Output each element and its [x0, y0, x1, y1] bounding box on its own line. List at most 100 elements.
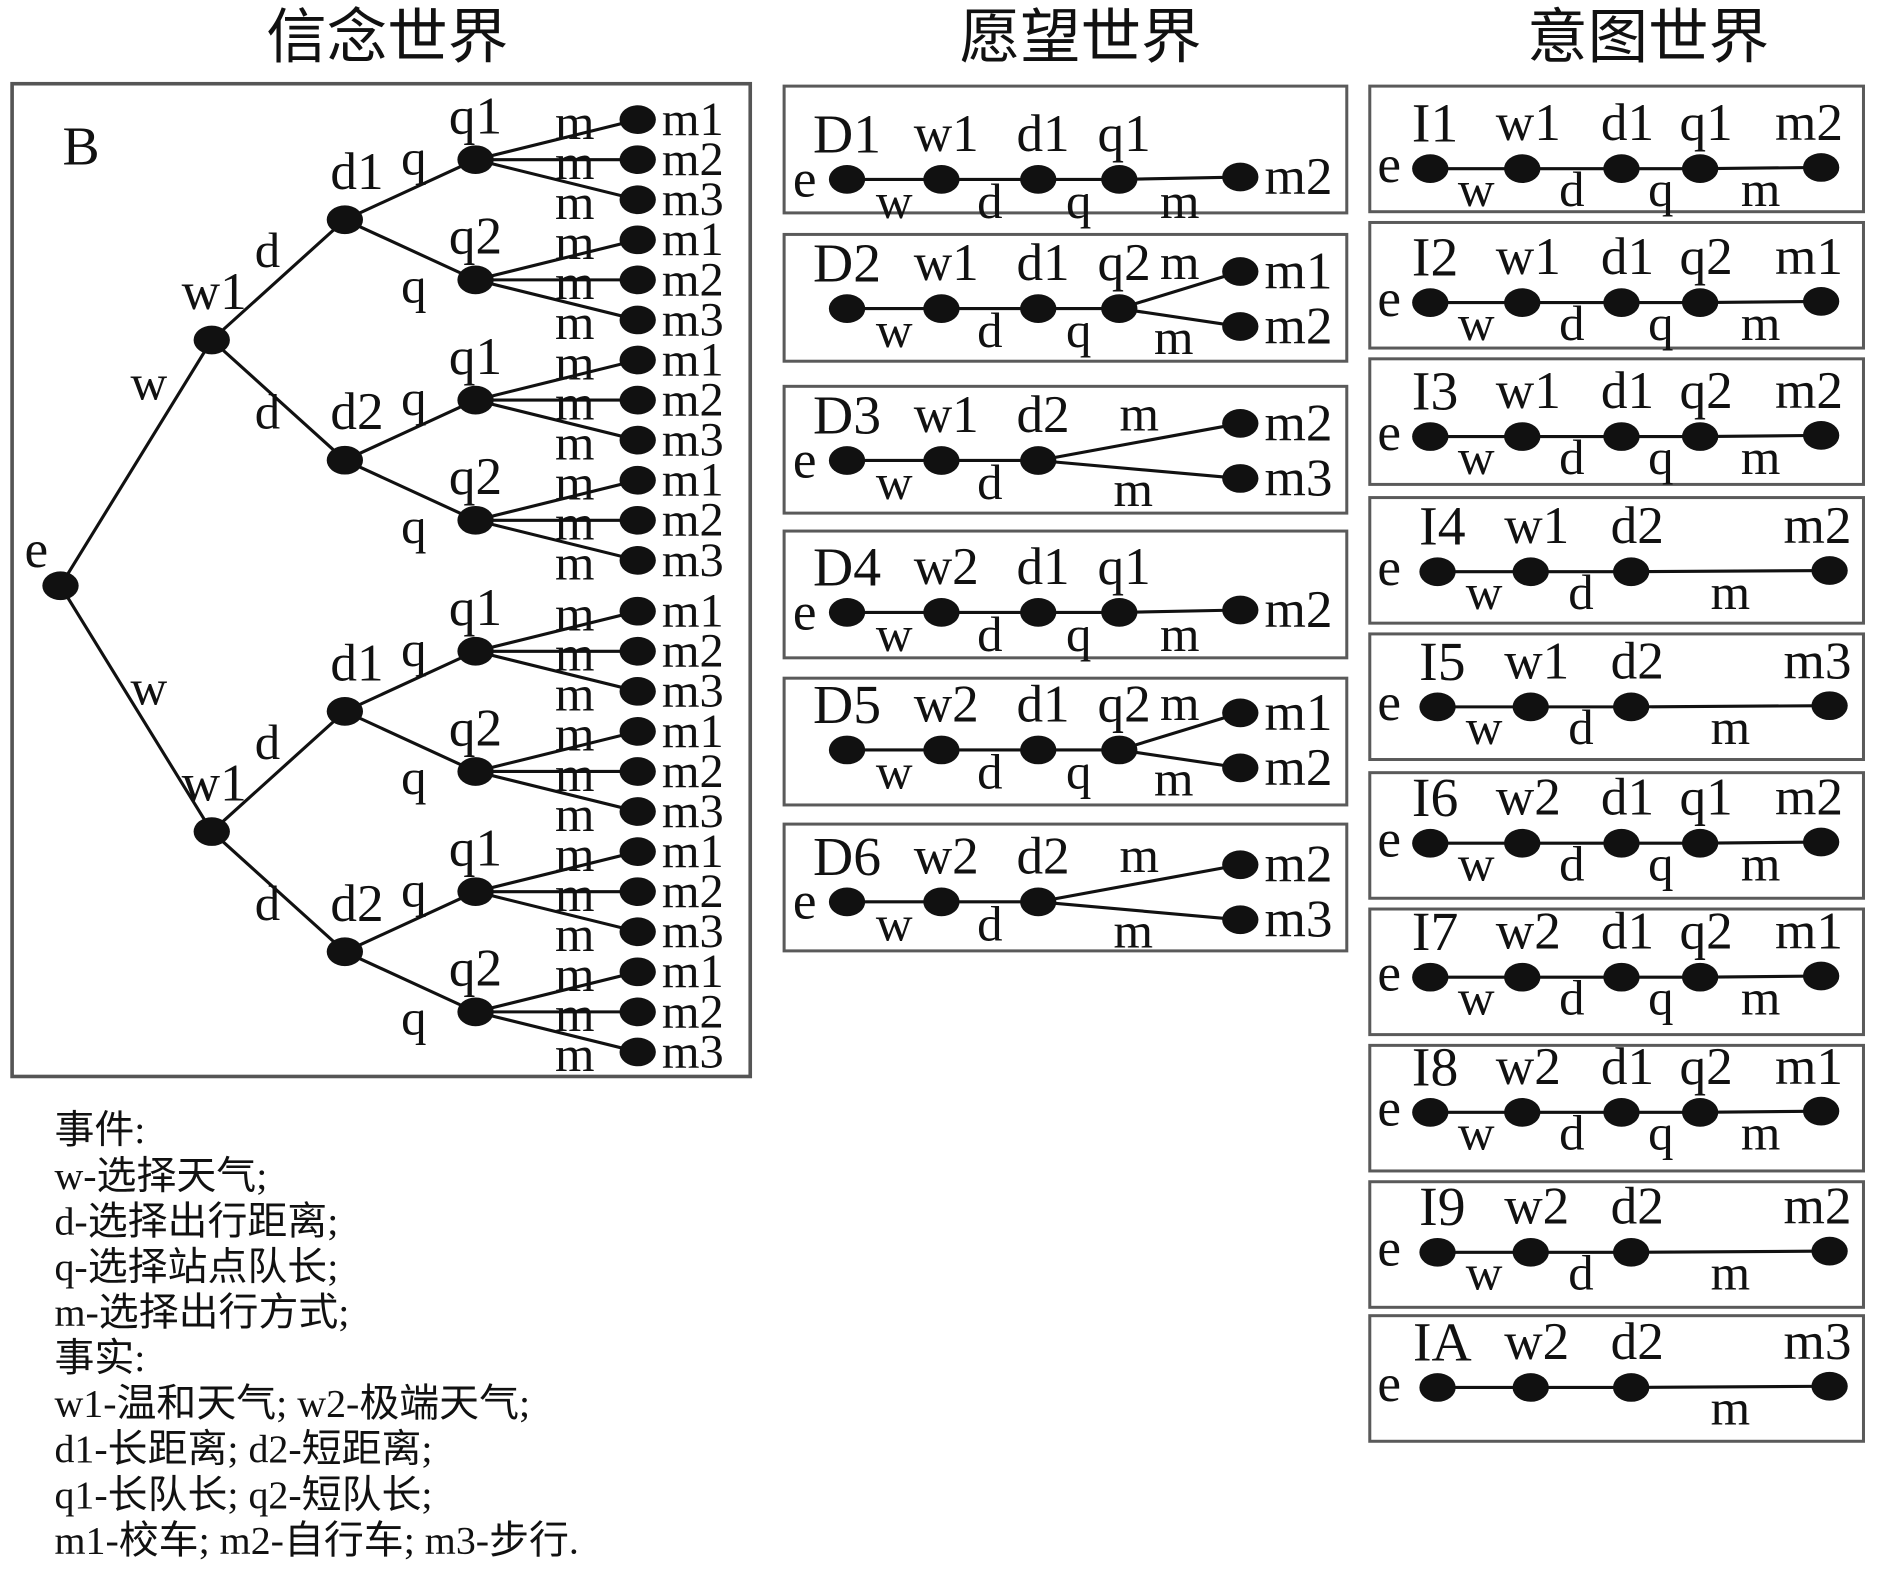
world-edge	[1629, 568, 1832, 574]
intention-world-frame	[1368, 1180, 1865, 1309]
tree-leaf-node	[619, 425, 656, 455]
tree-node-label: q2	[449, 208, 502, 266]
tree-node	[457, 757, 494, 786]
tree-edge-label: m	[555, 134, 595, 190]
world-leaf-label: m1	[1265, 684, 1333, 742]
world-edge-label: q	[1648, 836, 1673, 892]
world-node-label: d1	[1016, 234, 1069, 292]
tree-leaf-label: m3	[662, 665, 724, 718]
tree-node-label: d1	[330, 143, 383, 201]
world-node-label: d1	[1601, 94, 1654, 152]
world-node-label: w2	[1496, 769, 1561, 827]
intention-world-frame	[1368, 771, 1865, 900]
world-name-label: I2	[1412, 227, 1458, 288]
tree-leaf-label: m1	[662, 213, 724, 266]
world-leaf-node	[1222, 257, 1259, 286]
tree-edge-label: m	[555, 786, 595, 842]
world-leaf-label: m2	[1265, 148, 1333, 206]
world-root-node	[1412, 1098, 1449, 1127]
world-node	[1504, 288, 1541, 317]
tree-node-label: q2	[449, 940, 502, 998]
world-edge-label: m	[1741, 1105, 1781, 1161]
world-root-node	[1412, 422, 1449, 451]
world-leaf-node	[1222, 905, 1259, 935]
tree-edge	[343, 890, 478, 954]
tree-node-label: d2	[330, 875, 383, 933]
world-node-label: w2	[1504, 1178, 1569, 1236]
world-leaf-label: m1	[1775, 903, 1843, 961]
tree-edge-label: d	[255, 714, 280, 770]
world-node-label: d2	[1611, 1178, 1664, 1236]
world-leaf-label: m2	[1265, 581, 1333, 639]
desire-world-frame	[782, 676, 1349, 807]
world-edge-label: m	[1711, 564, 1751, 620]
tree-node-label: q1	[449, 88, 502, 146]
world-root-node	[1419, 557, 1456, 587]
world-leaf-label: m1	[1775, 228, 1843, 286]
world-edge-label: q	[1066, 744, 1091, 800]
world-edge-label: m	[1711, 1245, 1751, 1301]
world-edge-label: m	[1741, 836, 1781, 892]
world-leaf-node	[1802, 153, 1840, 182]
world-node-label: w1	[1496, 228, 1561, 286]
world-node	[1681, 962, 1719, 992]
tree-leaf-label: m1	[662, 585, 724, 638]
legend-line: d-选择出行距离;	[54, 1200, 338, 1244]
tree-leaf-label: m1	[662, 825, 724, 878]
world-edge-label: w	[1466, 564, 1503, 620]
world-leaf-label: m2	[1783, 1178, 1851, 1236]
world-node	[1681, 288, 1719, 317]
world-node	[1512, 1373, 1549, 1402]
tree-node-label: d1	[330, 635, 383, 693]
world-node	[1612, 1237, 1650, 1267]
legend-line: q-选择站点队长;	[54, 1245, 338, 1289]
world-node	[1681, 828, 1719, 858]
tree-edge	[343, 950, 478, 1014]
world-edge-label: w	[1458, 161, 1495, 217]
world-edge-label: m	[1113, 461, 1153, 517]
world-node-label: q2	[1098, 676, 1151, 734]
world-node-label: q1	[1098, 538, 1151, 596]
desire-world-frame	[782, 384, 1349, 515]
world-node-label: d1	[1016, 676, 1069, 734]
world-node	[1512, 1237, 1549, 1267]
tree-leaf-node	[619, 145, 656, 175]
tree-edge	[473, 970, 640, 1014]
tree-node-label: q1	[449, 579, 502, 637]
belief-world-label: B	[63, 116, 100, 177]
tree-leaf-node	[619, 185, 656, 215]
world-root-node	[1412, 828, 1449, 858]
world-node-label: d1	[1601, 769, 1654, 827]
world-leaf-node	[1802, 961, 1840, 991]
world-node	[1612, 692, 1650, 722]
world-node-label: d2	[1016, 386, 1069, 444]
world-edge	[1698, 974, 1823, 979]
tree-leaf-label: m2	[662, 745, 724, 798]
tree-leaf-node	[619, 505, 656, 535]
tree-node	[457, 145, 494, 175]
world-node	[1020, 735, 1057, 765]
tree-leaf-node	[619, 596, 656, 626]
world-root-node	[1419, 1373, 1456, 1402]
world-edge-label: m	[1113, 903, 1153, 959]
world-edge-label: m	[1160, 234, 1200, 290]
tree-leaf-node	[619, 465, 656, 495]
world-edge	[1117, 175, 1242, 181]
intention-world-frame	[1368, 907, 1865, 1037]
tree-node	[457, 505, 494, 535]
tree-node	[193, 325, 230, 355]
intention-world-frame	[1368, 632, 1865, 762]
world-leaf-label: m2	[1265, 739, 1333, 797]
world-name-label: D1	[813, 104, 881, 165]
intention-worlds: I1ew1wd1dq1qm2mI2ew1wd1dq2qm1mI3ew1wd1dq…	[1368, 84, 1865, 1443]
belief-world-frame	[10, 81, 753, 1079]
world-root-node	[1412, 154, 1449, 183]
world-node-label: d1	[1016, 105, 1069, 163]
world-node-label: q2	[1680, 903, 1733, 961]
legend-line: w1-温和天气; w2-极端天气;	[54, 1382, 530, 1426]
tree-edge-label: d	[255, 876, 280, 932]
world-edge-label: d	[1559, 295, 1584, 351]
